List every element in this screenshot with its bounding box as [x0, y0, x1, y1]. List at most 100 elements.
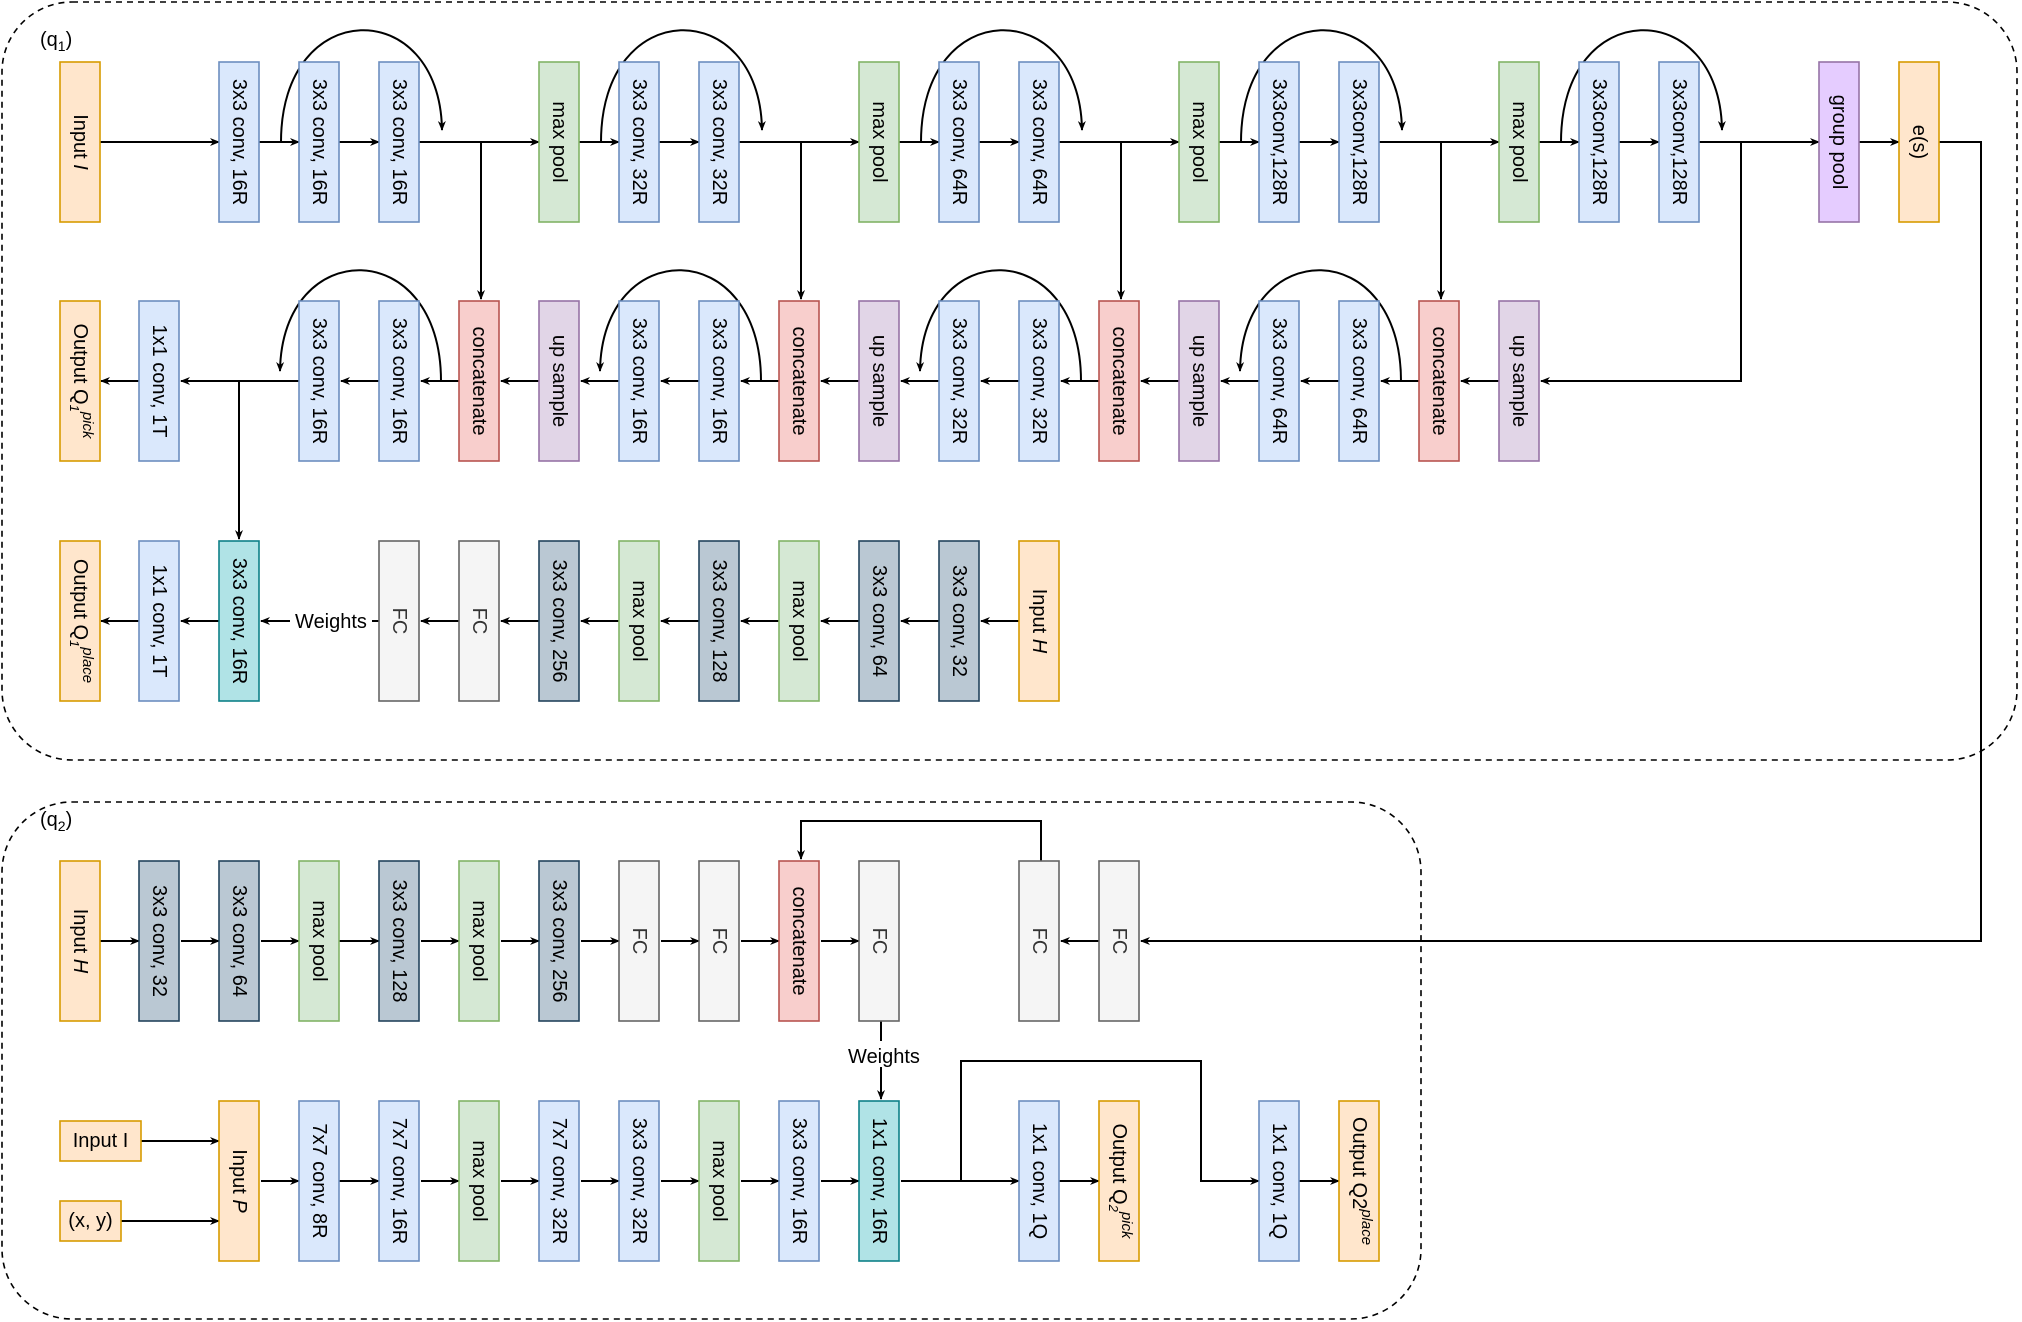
q2-conv-3x3-32r-label: 3x3 conv, 32R	[628, 1118, 650, 1244]
q1-conv-64r-a-label: 3x3 conv, 64R	[948, 79, 970, 205]
q1-input-h: Input H	[1018, 540, 1060, 702]
q1-conv-32-label: 3x3 conv, 32	[948, 565, 970, 677]
q1-weights-label: Weights	[295, 611, 367, 633]
q2-output-pick-label: Output Q2pick	[1107, 1123, 1136, 1240]
q1-dec-64r-b: 3x3 conv, 64R	[1338, 300, 1380, 462]
q2-max-pool-4: max pool	[698, 1100, 740, 1262]
q1-conv-128r-b: 3x3conv,128R	[1338, 61, 1380, 223]
q1-conv-32r-b-label: 3x3 conv, 32R	[708, 79, 730, 205]
q2-max-pool-1: max pool	[298, 860, 340, 1022]
q1-group-pool: group pool	[1818, 61, 1860, 223]
q2-conv-7x7-16r: 7x7 conv, 16R	[378, 1100, 420, 1262]
q1-fc-b: FC	[458, 540, 500, 702]
q1-conv-32r-a: 3x3 conv, 32R	[618, 61, 660, 223]
q1-max-pool-3-label: max pool	[1188, 101, 1210, 182]
q2-fc-d-label: FC	[1028, 928, 1050, 955]
q1-upsample-1-label: up sample	[548, 335, 570, 427]
q1-conv-1x1-1t-b-label: 1x1 conv, 1T	[148, 564, 170, 677]
q1-conv-128r-a: 3x3conv,128R	[1258, 61, 1300, 223]
q1-upsample-3: up sample	[1178, 300, 1220, 462]
q1-conv-128-label: 3x3 conv, 128	[708, 559, 730, 682]
q2-conv-7x7-32r-label: 7x7 conv, 32R	[548, 1118, 570, 1244]
q1-max-pool-1-label: max pool	[548, 101, 570, 182]
q1-conv-128r-c-label: 3x3conv,128R	[1588, 79, 1610, 205]
q2-input-xy-label: (x, y)	[68, 1210, 112, 1232]
q2-concat: concatenate	[778, 860, 820, 1022]
q1-conv-1x1-1t-a: 1x1 conv, 1T	[138, 300, 180, 462]
q1-output-place-label: Output Q1place	[68, 559, 97, 683]
q1-output-pick-label: Output Q1pick	[68, 323, 97, 440]
q1-dec-16r-b-label: 3x3 conv, 16R	[388, 318, 410, 444]
q2-fc-d: FC	[1018, 860, 1060, 1022]
q2-conv-128-label: 3x3 conv, 128	[388, 879, 410, 1002]
q2-fc-b-label: FC	[708, 928, 730, 955]
q1-conv-64r-a: 3x3 conv, 64R	[938, 61, 980, 223]
q1-concat-1: concatenate	[458, 300, 500, 462]
q1-dec-32r-a-label: 3x3 conv, 32R	[948, 318, 970, 444]
q2-conv-7x7-32r: 7x7 conv, 32R	[538, 1100, 580, 1262]
q1-concat-4-label: concatenate	[1428, 327, 1450, 436]
q1-conv-128r-d: 3x3conv,128R	[1658, 61, 1700, 223]
q2-output-place: Output Q2place	[1338, 1100, 1380, 1262]
q2-teal-conv-16r-label: 1x1 conv, 16R	[868, 1118, 890, 1244]
q2-conv-7x7-8r: 7x7 conv, 8R	[298, 1100, 340, 1262]
q1-upsample-3-label: up sample	[1188, 335, 1210, 427]
q1-dec-16r-c-label: 3x3 conv, 16R	[628, 318, 650, 444]
q2-concat-label: concatenate	[788, 887, 810, 996]
connections	[100, 29, 1982, 1225]
q2-fc-e: FC	[1098, 860, 1140, 1022]
q2-conv-64: 3x3 conv, 64	[218, 860, 260, 1022]
q1-fc-a: FC	[378, 540, 420, 702]
q1-output-pick: Output Q1pick	[59, 300, 101, 462]
q2-max-pool-1-label: max pool	[308, 900, 330, 981]
q1-panel-border	[1, 1, 2018, 761]
q1-conv-32r-a-label: 3x3 conv, 32R	[628, 79, 650, 205]
q1-fc-b-label: FC	[468, 608, 490, 635]
q2-output-pick: Output Q2pick	[1098, 1100, 1140, 1262]
q2-input-xy: (x, y)	[59, 1200, 122, 1242]
q2-conv-3x3-16r-label: 3x3 conv, 16R	[788, 1118, 810, 1244]
q1-teal-conv-16r-label: 3x3 conv, 16R	[228, 558, 250, 684]
q2-fc-b: FC	[698, 860, 740, 1022]
q2-conv-7x7-8r-label: 7x7 conv, 8R	[308, 1123, 330, 1238]
q1-conv-256: 3x3 conv, 256	[538, 540, 580, 702]
q2-conv-3x3-32r: 3x3 conv, 32R	[618, 1100, 660, 1262]
q1-conv-32r-b: 3x3 conv, 32R	[698, 61, 740, 223]
q2-max-pool-2-label: max pool	[468, 900, 490, 981]
q1-hmax-pool-2-label: max pool	[788, 580, 810, 661]
q2-input-p-label: Input P	[228, 1149, 250, 1213]
q2-teal-conv-16r: 1x1 conv, 16R	[858, 1100, 900, 1262]
q1-dec-64r-a: 3x3 conv, 64R	[1258, 300, 1300, 462]
q2-conv-32: 3x3 conv, 32	[138, 860, 180, 1022]
q2-conv-32-label: 3x3 conv, 32	[148, 885, 170, 997]
q1-dec-32r-a: 3x3 conv, 32R	[938, 300, 980, 462]
q2-input-i: Input I	[59, 1120, 142, 1162]
q1-upsample-2-label: up sample	[868, 335, 890, 427]
q1-input-i: Input I	[59, 61, 101, 223]
q2-conv-7x7-16r-label: 7x7 conv, 16R	[388, 1118, 410, 1244]
q1-conv-16r-b-label: 3x3 conv, 16R	[308, 79, 330, 205]
q1-teal-conv-16r: 3x3 conv, 16R	[218, 540, 260, 702]
q1-conv-256-label: 3x3 conv, 256	[548, 559, 570, 682]
q1-label: (q1)	[40, 29, 72, 54]
q2-panel-border	[1, 801, 1422, 1320]
q1-upsample-4: up sample	[1498, 300, 1540, 462]
q2-conv-128: 3x3 conv, 128	[378, 860, 420, 1022]
q1-hmax-pool-2: max pool	[778, 540, 820, 702]
q1-conv-16r-a-label: 3x3 conv, 16R	[228, 79, 250, 205]
q2-label: (q2)	[40, 809, 72, 834]
q2-input-h-label: Input H	[69, 909, 91, 974]
q2-input-h: Input H	[59, 860, 101, 1022]
q1-upsample-2: up sample	[858, 300, 900, 462]
q1-dec-16r-d-label: 3x3 conv, 16R	[708, 318, 730, 444]
q2-fc-c-label: FC	[868, 928, 890, 955]
q2-input-i-label: Input I	[73, 1130, 129, 1152]
q1-conv-128: 3x3 conv, 128	[698, 540, 740, 702]
q1-conv-16r-a: 3x3 conv, 16R	[218, 61, 260, 223]
q1-conv-16r-b: 3x3 conv, 16R	[298, 61, 340, 223]
q2-max-pool-4-label: max pool	[708, 1140, 730, 1221]
q1-conv-128r-a-label: 3x3conv,128R	[1268, 79, 1290, 205]
q1-max-pool-4-label: max pool	[1508, 101, 1530, 182]
q1-dec-16r-a-label: 3x3 conv, 16R	[308, 318, 330, 444]
